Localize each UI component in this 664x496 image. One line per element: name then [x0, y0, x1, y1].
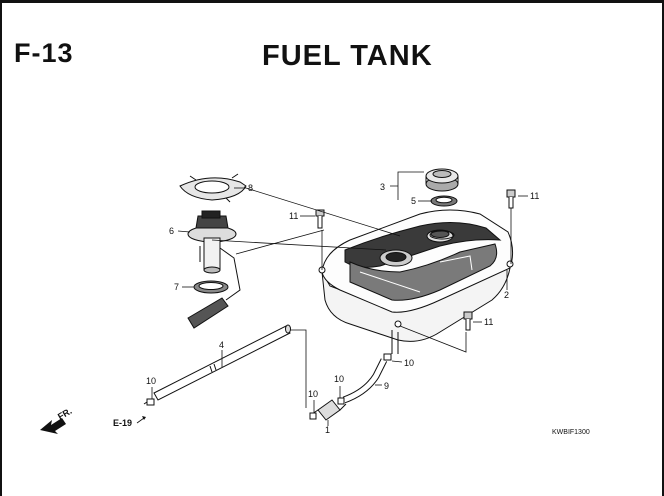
callout-6: 6: [169, 226, 174, 236]
callout-3: 3: [380, 182, 385, 192]
cross-reference: E-19: [113, 416, 146, 428]
page-border-top: [0, 0, 664, 3]
cap-seal: [430, 195, 458, 207]
front-label: FR.: [56, 406, 74, 422]
leader-lines: [151, 171, 528, 426]
callout-10-filter: 10: [308, 389, 318, 399]
page-border-right: [662, 0, 664, 496]
page-border-left: [0, 0, 2, 496]
page-title: FUEL TANK: [262, 40, 433, 72]
breather-tube: [143, 324, 291, 405]
callout-2: 2: [504, 290, 509, 300]
bolt-right-bottom: [463, 311, 473, 331]
bolt-left: [315, 209, 325, 229]
callout-11-right-top: 11: [530, 191, 539, 201]
fuel-cap: [425, 168, 459, 192]
callout-10-hose: 10: [404, 358, 414, 368]
clip: [146, 353, 392, 420]
callout-11-right-bottom: 11: [484, 317, 493, 327]
fuel-pump-unit: [187, 210, 241, 301]
neck-ring: [429, 230, 455, 240]
callout-11-left: 11: [289, 211, 298, 221]
fuel-tank-body: [318, 209, 514, 354]
callout-7: 7: [174, 282, 179, 292]
cross-reference-label: E-19: [113, 418, 132, 428]
pump-float: [187, 297, 229, 329]
fuel-filter: [311, 399, 347, 421]
front-arrow-icon: FR.: [40, 406, 74, 434]
fuel-hose: [342, 358, 388, 404]
drawing-code: KWBIF1300: [552, 429, 590, 436]
bolt-right-top: [506, 189, 516, 209]
pump-seal-ring: [193, 280, 229, 294]
callout-4: 4: [219, 340, 224, 350]
callout-10-middle: 10: [334, 374, 344, 384]
callout-10-far-left: 10: [146, 376, 156, 386]
pump-lock-ring: [179, 173, 247, 203]
callout-5: 5: [411, 196, 416, 206]
section-code: F-13: [14, 38, 74, 68]
callout-1: 1: [325, 425, 330, 435]
callout-9: 9: [384, 381, 389, 391]
callout-8: 8: [248, 183, 253, 193]
callout-labels: 8 6 7 4 3 5 11 11 11 2 9 10 10 10 10 1: [146, 182, 539, 435]
